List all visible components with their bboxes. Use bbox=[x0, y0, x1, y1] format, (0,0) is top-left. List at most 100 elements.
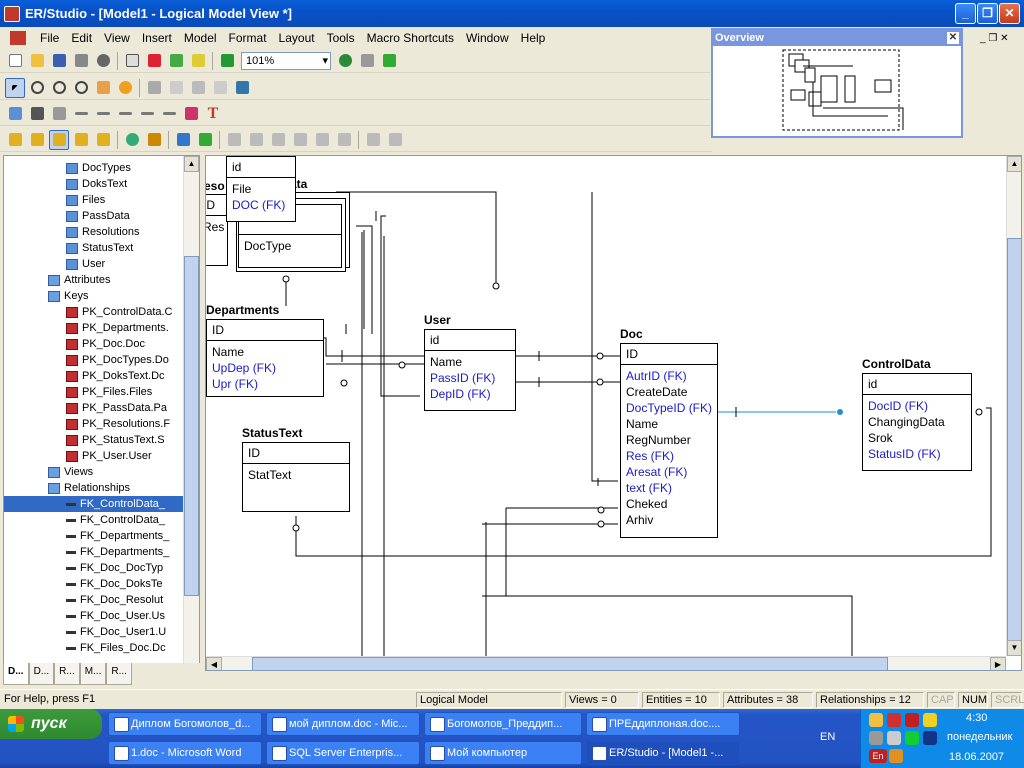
tree-item[interactable]: FK_ControlData_ bbox=[4, 496, 184, 512]
layers-icon[interactable] bbox=[217, 51, 237, 71]
tree-item[interactable]: Relationships bbox=[48, 480, 130, 496]
tray-icon-3[interactable] bbox=[905, 731, 919, 745]
entity-statustext[interactable]: ID StatText bbox=[242, 442, 350, 512]
find-icon[interactable] bbox=[93, 51, 113, 71]
reports-icon[interactable] bbox=[166, 51, 186, 71]
auto-layout-icon[interactable] bbox=[5, 130, 25, 150]
tray-volume-icon[interactable] bbox=[887, 731, 901, 745]
entity-user[interactable]: id Name PassID (FK) DepID (FK) bbox=[424, 329, 516, 411]
select-arrow-icon[interactable] bbox=[5, 77, 25, 98]
tree-icon[interactable] bbox=[379, 51, 399, 71]
mdi-window-controls[interactable]: _ ❐ ✕ bbox=[980, 32, 1009, 44]
diagram-horizontal-scrollbar[interactable]: ◀ ▶ bbox=[206, 656, 1006, 670]
onetoone-rel-icon[interactable] bbox=[137, 104, 157, 124]
language-indicator[interactable]: EN bbox=[820, 731, 836, 743]
zoom-in-icon[interactable] bbox=[27, 78, 47, 98]
diagram-vertical-scrollbar[interactable]: ▲ ▼ bbox=[1006, 156, 1021, 656]
tree-item[interactable]: PK_Files.Files bbox=[66, 384, 152, 400]
tree-item[interactable]: PK_Resolutions.F bbox=[66, 416, 170, 432]
zoom-area-icon[interactable] bbox=[71, 78, 91, 98]
nonidentifying-rel-icon[interactable] bbox=[93, 104, 113, 124]
paste-icon[interactable] bbox=[188, 78, 208, 98]
menu-layout[interactable]: Layout bbox=[278, 31, 315, 45]
move-icon[interactable] bbox=[115, 78, 135, 98]
tree-item[interactable]: StatusText bbox=[66, 240, 133, 256]
tree-item[interactable]: PK_Doc.Doc bbox=[66, 336, 145, 352]
tray-lang-icon[interactable]: En bbox=[869, 749, 887, 763]
tree-item[interactable]: PK_DocTypes.Do bbox=[66, 352, 169, 368]
tree-item[interactable]: FK_Doc_User.Us bbox=[66, 608, 165, 624]
zoom-fit-icon[interactable] bbox=[357, 51, 377, 71]
view-icon[interactable] bbox=[27, 104, 47, 124]
task-diplom-bogomolov[interactable]: Диплом Богомолов_d... bbox=[108, 712, 262, 736]
overview-panel[interactable]: Overview✕ bbox=[711, 28, 963, 138]
save-icon[interactable] bbox=[49, 51, 69, 71]
tree-item[interactable]: PK_StatusText.S bbox=[66, 432, 165, 448]
task-bogomolov-prediplom[interactable]: Богомолов_Преддип... bbox=[424, 712, 582, 736]
tree-item[interactable]: PassData bbox=[66, 208, 130, 224]
tree-item[interactable]: Views bbox=[48, 464, 93, 480]
tree-item[interactable]: User bbox=[66, 256, 105, 272]
align-center-icon[interactable] bbox=[268, 130, 288, 150]
menu-insert[interactable]: Insert bbox=[141, 31, 172, 45]
optional-rel-icon[interactable] bbox=[115, 104, 135, 124]
tree-item[interactable]: Files bbox=[66, 192, 105, 208]
tree-item[interactable]: FK_Departments_ bbox=[66, 544, 169, 560]
tray-icon-1[interactable] bbox=[869, 713, 883, 727]
entity-icon[interactable] bbox=[5, 104, 25, 124]
tab-repository[interactable]: R... bbox=[54, 663, 80, 685]
tree-item[interactable]: FK_Doc_DoksTe bbox=[66, 576, 163, 592]
task-my-computer[interactable]: Мой компьютер bbox=[424, 741, 582, 765]
ddl-icon[interactable] bbox=[188, 51, 208, 71]
menu-edit[interactable]: Edit bbox=[71, 31, 93, 45]
settings-icon[interactable] bbox=[144, 130, 164, 150]
document-icon[interactable] bbox=[10, 31, 26, 45]
text-tool-icon[interactable]: T bbox=[207, 104, 219, 122]
space-vertical-icon[interactable] bbox=[385, 130, 405, 150]
title-bar[interactable]: ER/Studio - [Model1 - Logical Model View… bbox=[0, 0, 1024, 27]
tree-item[interactable]: FK_Doc_DocTyp bbox=[66, 560, 163, 576]
tree-item[interactable]: FK_ControlData_ bbox=[66, 512, 165, 528]
task-moy-diplom[interactable]: мой диплом.doc - Mic... bbox=[266, 712, 420, 736]
color-icon[interactable] bbox=[122, 130, 142, 150]
tree-item[interactable]: PK_PassData.Pa bbox=[66, 400, 167, 416]
diagram-canvas[interactable]: DocType ata eso ID Res id File DOC (FK) … bbox=[205, 155, 1022, 671]
table-icon[interactable] bbox=[181, 104, 201, 124]
minimize-button[interactable]: _ bbox=[955, 3, 976, 24]
tree-item[interactable]: PK_User.User bbox=[66, 448, 152, 464]
identifying-rel-icon[interactable] bbox=[71, 104, 91, 124]
align-bottom-icon[interactable] bbox=[290, 130, 310, 150]
entity-resolutions[interactable]: ID Res bbox=[206, 194, 228, 266]
copy-icon[interactable] bbox=[166, 78, 186, 98]
tree-item[interactable]: PK_DoksText.Dc bbox=[66, 368, 165, 384]
pan-hand-icon[interactable] bbox=[93, 78, 113, 98]
entity-departments[interactable]: ID Name UpDep (FK) Upr (FK) bbox=[206, 319, 324, 397]
tab-data-dictionary[interactable]: D... bbox=[28, 663, 55, 685]
format-painter-icon[interactable] bbox=[232, 78, 252, 98]
tree-item[interactable]: Resolutions bbox=[66, 224, 139, 240]
open-icon[interactable] bbox=[27, 51, 47, 71]
app-icon[interactable] bbox=[4, 5, 20, 22]
tree-item[interactable]: DoksText bbox=[66, 176, 127, 192]
align-top-icon[interactable] bbox=[246, 130, 266, 150]
align-left-icon[interactable] bbox=[224, 130, 244, 150]
entity-doc[interactable]: ID AutrID (FK) CreateDate DocTypeID (FK)… bbox=[620, 343, 718, 538]
rel-straight-icon[interactable] bbox=[195, 130, 215, 150]
restore-button[interactable]: ❐ bbox=[977, 3, 998, 24]
cut-icon[interactable] bbox=[144, 78, 164, 98]
task-sql-server[interactable]: SQL Server Enterpris... bbox=[266, 741, 420, 765]
tree-item[interactable]: FK_Doc_Resolut bbox=[66, 592, 163, 608]
tree-item[interactable]: Attributes bbox=[48, 272, 110, 288]
tray-icon-5[interactable] bbox=[889, 749, 903, 763]
zoom-select[interactable]: 101% bbox=[241, 51, 331, 70]
subtype-icon[interactable] bbox=[49, 104, 69, 124]
task-er-studio[interactable]: ER/Studio - [Model1 -... bbox=[586, 741, 740, 765]
menu-format[interactable]: Format bbox=[228, 31, 267, 45]
entity-files[interactable]: id File DOC (FK) bbox=[226, 156, 296, 222]
menu-model[interactable]: Model bbox=[183, 31, 217, 45]
hierarchy-icon[interactable] bbox=[71, 130, 91, 150]
delete-icon[interactable] bbox=[210, 78, 230, 98]
tab-reports[interactable]: R... bbox=[106, 663, 132, 685]
tree-scrollbar[interactable]: ▲ bbox=[183, 156, 199, 684]
